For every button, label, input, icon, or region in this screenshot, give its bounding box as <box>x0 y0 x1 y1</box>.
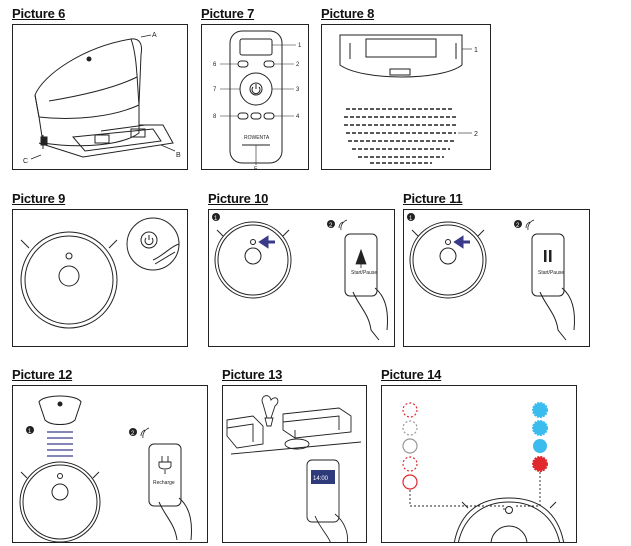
picture-10-frame: 1 2 Start/Pause <box>208 209 395 347</box>
label-5: 5 <box>254 167 258 170</box>
picture-12-title: Picture 12 <box>12 367 73 382</box>
robot-top-button-illustration <box>20 217 180 329</box>
picture-7-frame: ROWENTA 1 2 3 4 5 6 7 8 <box>201 24 309 170</box>
remote-brand: ROWENTA <box>244 135 270 141</box>
step-2-label: 2 <box>131 431 135 437</box>
picture-8-frame: 1 2 <box>321 24 491 170</box>
picture-6-title: Picture 6 <box>12 6 66 21</box>
label-a: A <box>152 32 157 39</box>
label-b: B <box>176 152 181 159</box>
scheduled-cleaning-illustration: 14:00 <box>226 395 362 542</box>
label-2: 2 <box>474 131 478 138</box>
pause-robot-illustration: 1 2 Start/Pause <box>407 213 575 341</box>
picture-13-title: Picture 13 <box>222 367 283 382</box>
indicator-lights-illustration <box>402 402 565 542</box>
picture-9-frame <box>12 209 188 347</box>
label-1: 1 <box>474 47 478 54</box>
light-blue-indicator <box>532 402 548 472</box>
picture-11-title: Picture 11 <box>403 191 463 206</box>
picture-7-title: Picture 7 <box>201 6 255 21</box>
label-4: 4 <box>296 114 300 120</box>
water-tank-mop-illustration: 1 2 <box>339 34 478 164</box>
phone-time: 14:00 <box>313 476 329 482</box>
recharge-illustration: 1 2 Recharge <box>19 395 192 542</box>
label-1: 1 <box>298 43 302 49</box>
label-7: 7 <box>213 87 217 93</box>
picture-6-frame: A B C <box>12 24 188 170</box>
step-1-label: 1 <box>28 429 32 435</box>
label-6: 6 <box>213 62 217 68</box>
picture-14-title: Picture 14 <box>381 367 442 382</box>
label-2: 2 <box>296 62 300 68</box>
docking-station-illustration: A B C <box>23 32 181 165</box>
phone-text: Start/Pause <box>538 270 564 276</box>
step-2-label: 2 <box>329 223 333 229</box>
picture-13-frame: 14:00 <box>222 385 367 543</box>
picture-14-frame <box>381 385 577 543</box>
picture-10-title: Picture 10 <box>208 191 269 206</box>
phone-text: Start/Pause <box>351 270 377 276</box>
start-pause-robot-illustration: 1 2 Start/Pause <box>212 213 388 341</box>
step-1-label: 1 <box>409 216 413 222</box>
label-c: C <box>23 158 28 165</box>
picture-9-title: Picture 9 <box>12 191 66 206</box>
step-2-label: 2 <box>516 223 520 229</box>
remote-control-illustration: ROWENTA 1 2 3 4 5 6 7 8 <box>213 30 302 170</box>
picture-11-frame: 1 2 Start/Pause <box>403 209 590 347</box>
picture-12-frame: 1 2 Recharge <box>12 385 208 543</box>
step-1-label: 1 <box>214 216 218 222</box>
picture-8-title: Picture 8 <box>321 6 375 21</box>
label-8: 8 <box>213 114 217 120</box>
label-3: 3 <box>296 87 300 93</box>
phone-text: Recharge <box>153 480 175 486</box>
